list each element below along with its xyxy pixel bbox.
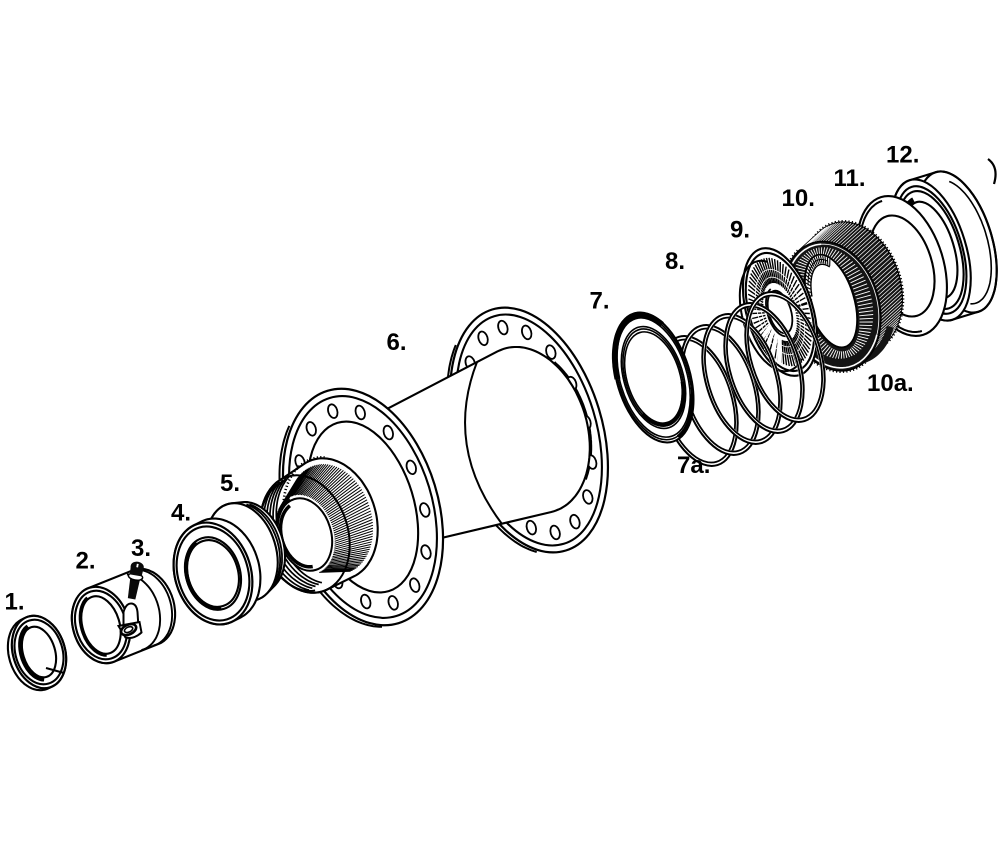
svg-text:6.: 6. [387,329,407,356]
svg-text:10.: 10. [782,185,815,212]
svg-text:4.: 4. [171,500,191,527]
svg-text:10a.: 10a. [867,370,914,397]
svg-text:5.: 5. [220,470,240,497]
svg-text:1.: 1. [5,589,25,616]
svg-text:9.: 9. [730,217,750,244]
svg-text:12.: 12. [886,142,919,169]
svg-text:11.: 11. [834,165,866,192]
svg-text:7.: 7. [590,288,610,315]
svg-text:7a.: 7a. [677,452,710,479]
svg-text:3.: 3. [131,535,151,562]
svg-text:2.: 2. [76,548,96,575]
svg-text:8.: 8. [665,248,685,275]
